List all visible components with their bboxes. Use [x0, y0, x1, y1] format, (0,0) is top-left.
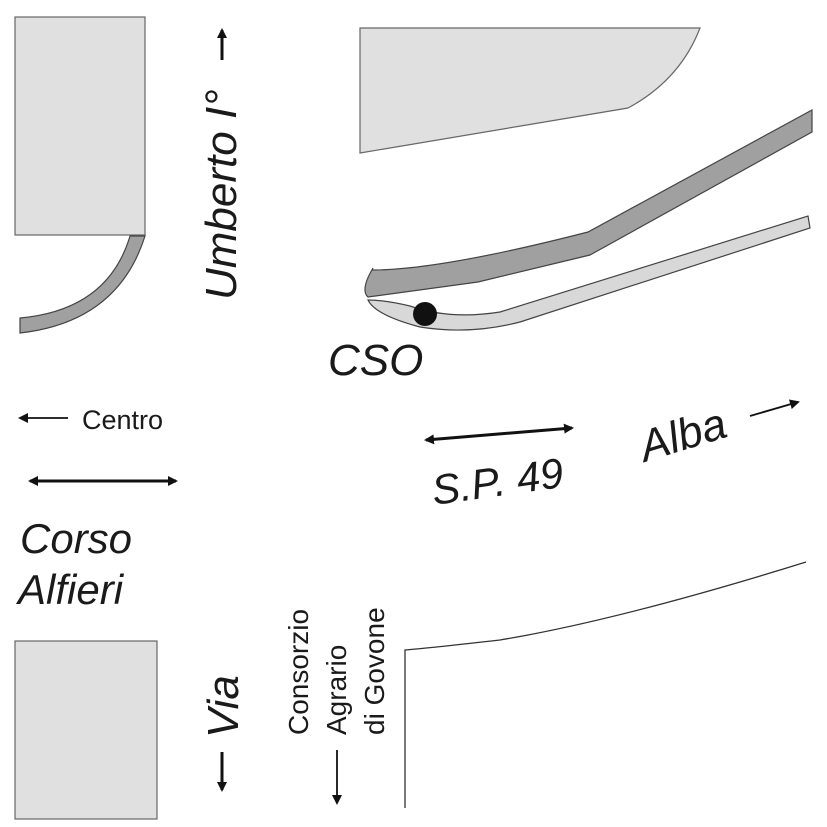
curb-light — [367, 215, 811, 331]
curb-top-left — [19, 235, 146, 334]
location-marker-icon — [413, 302, 437, 326]
arrow-icon — [749, 399, 800, 417]
place-label-di-govone: di Govone — [359, 607, 390, 735]
street-label-umberto: Umberto I° — [197, 89, 246, 300]
road-label-sp49: S.P. 49 — [429, 449, 567, 514]
place-label-agrario: Agrario — [321, 645, 352, 735]
street-label-corso: Corso — [20, 515, 132, 562]
place-label-consorzio: Consorzio — [283, 609, 314, 735]
double-arrow-icon — [424, 423, 574, 445]
building-block-top-right — [359, 27, 701, 154]
building-block-top-left — [14, 16, 146, 236]
direction-label-alba: Alba — [631, 399, 732, 472]
direction-label-centro: Centro — [82, 405, 163, 435]
street-label-via: Via — [199, 675, 248, 738]
landmark-label-cso: CSO — [328, 336, 423, 385]
building-block-bottom-left — [14, 640, 158, 820]
road-edge-bottom-right — [404, 561, 807, 808]
street-label-alfieri: Alfieri — [15, 566, 125, 613]
curb-dark — [364, 108, 813, 298]
